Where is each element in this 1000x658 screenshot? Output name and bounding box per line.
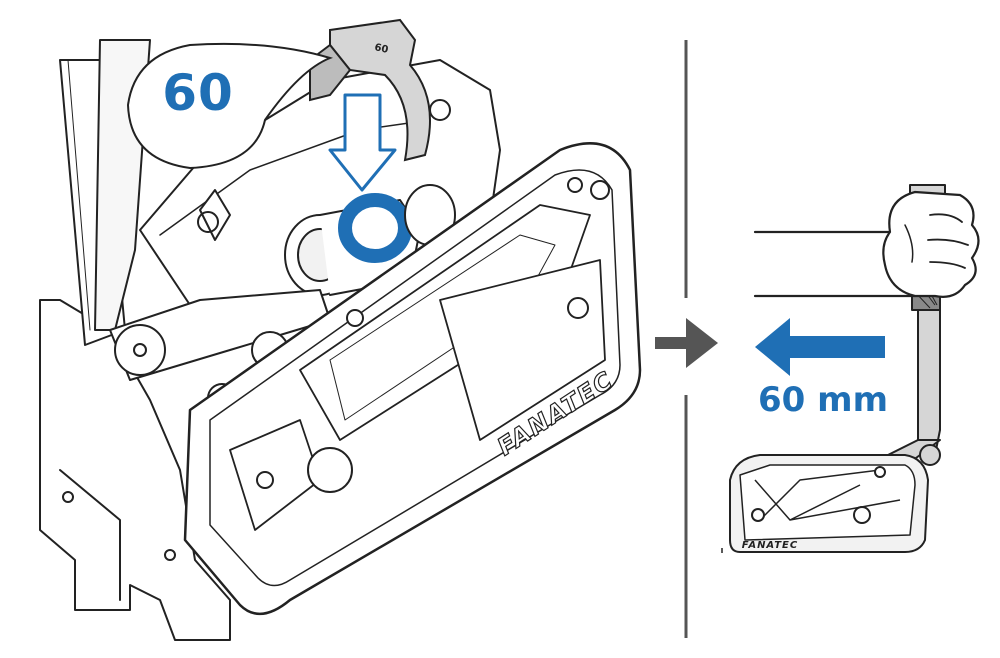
plate-hole <box>307 447 353 493</box>
callout-value: 60 <box>162 64 234 122</box>
screw-hole <box>62 491 74 503</box>
pull-direction-arrow-icon <box>755 318 885 376</box>
blue-ring <box>338 193 412 263</box>
shifter-base-small <box>721 444 941 553</box>
clip-marking: 60 <box>373 42 389 56</box>
screw-hole <box>164 549 176 561</box>
callout-bubble <box>126 42 334 170</box>
plate-cutout <box>439 259 606 441</box>
fist-icon <box>753 190 980 298</box>
distance-label: 60 mm <box>758 380 889 420</box>
brand-logo-small: FANATEC <box>742 540 798 551</box>
step-arrow-icon <box>655 318 718 368</box>
shifter-assembly <box>39 39 642 641</box>
plate-cutout <box>299 204 591 441</box>
insert-arrow-icon <box>328 93 397 192</box>
